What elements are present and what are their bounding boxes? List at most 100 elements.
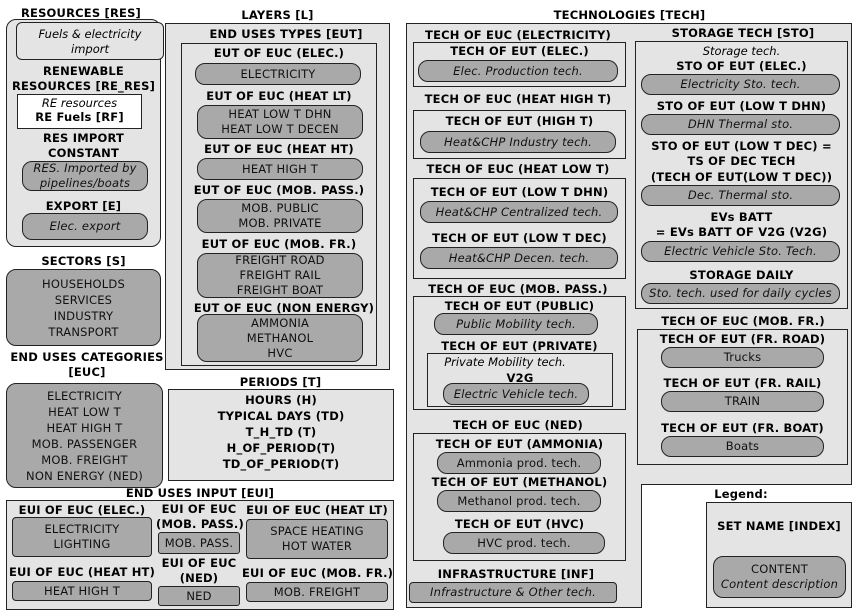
euc-heat-high: HEAT HIGH T [46,420,123,435]
eui-mobpass-pill: MOB. PASS. [158,532,240,554]
eut-heatht-pill: HEAT HIGH T [197,158,363,180]
methanol-prod-tech: Methanol prod. tech. [457,493,581,508]
dhn-thermal-sto: DHN Thermal sto. [687,117,794,131]
dec-thermal-sto: Dec. Thermal sto. [687,188,794,202]
sto-dec-title3: (TECH OF EUT(LOW T DEC)) [650,170,833,184]
eut-title: END USES TYPES [EUT] [209,27,363,41]
eut-heat-low-decen: HEAT LOW T DECEN [221,122,339,136]
ammonia-prod-tech: Ammonia prod. tech. [456,455,582,470]
sto-tech-daily-cycles: Sto. tech. used for daily cycles [649,286,832,300]
renewable-title2: RESOURCES [RE_RES] [11,79,156,93]
legend-title: Legend: [714,487,768,501]
tech-inf-title: INFRASTRUCTURE [INF] [437,567,595,581]
eui-ned-pill: NED [158,586,240,606]
eut-freight-road: FREIGHT ROAD [235,253,325,267]
eut-electricity: ELECTRICITY [240,66,316,81]
euc-title1: END USES CATEGORIES [10,350,164,364]
import-constant-title2: CONSTANT [47,146,120,160]
eui-elec-title: EUI OF EUC (ELEC.) [18,503,146,517]
tech-inf-pill: Infrastructure & Other tech. [409,582,617,603]
sto-dec-title1: STO OF EUT (LOW T DEC) = [651,139,832,153]
euc-heat-low: HEAT LOW T [48,404,121,419]
eui-heatht-pill: HEAT HIGH T [12,581,152,601]
eut-heat-high: HEAT HIGH T [241,161,319,176]
eut-heatht-title: EUT OF EUC (HEAT HT) [204,142,354,156]
tech-ned-sub2: TECH OF EUT (METHANOL) [431,475,608,489]
tech-elec-pill: Elec. Production tech. [418,60,618,82]
eut-heat-low-dhn: HEAT LOW T DHN [228,107,332,121]
sto-dhn-title: STO OF EUT (LOW T DHN) [656,99,827,113]
v2g-text: V2G [506,371,534,385]
sector-services: SERVICES [54,292,113,307]
tech-elec-sub: TECH OF EUT (ELEC.) [450,44,589,58]
tech-mobpass-pill2: Electric Vehicle tech. [443,383,589,405]
tech-elec-title: TECH OF EUC (ELECTRICITY) [425,28,611,42]
export-title: EXPORT [E] [45,199,122,213]
hvc-prod-tech: HVC prod. tech. [477,535,571,550]
res-imported-line1: RES. Imported by [33,161,137,175]
tech-mobpass-pill1: Public Mobility tech. [434,313,598,335]
boats: Boats [725,439,760,453]
elec-export-text: Elec. export [49,219,121,233]
period-hours: HOURS (H) [245,393,317,407]
eut-mob-private: MOB. PRIVATE [238,216,322,230]
layers-title: LAYERS [L] [241,8,314,22]
res-imported-pill: RES. Imported by pipelines/boats [22,161,148,191]
tech-fr-road-pill: Trucks [661,347,824,368]
legend-set-name: SET NAME [INDEX] [717,519,841,533]
tech-mobpass-sub1: TECH OF EUT (PUBLIC) [444,299,595,313]
eui-electricity: ELECTRICITY [44,522,120,536]
eui-elec-pill: ELECTRICITY LIGHTING [12,517,152,557]
eut-mob-public: MOB. PUBLIC [241,201,319,215]
euc-title2: [EUC] [68,365,106,379]
public-mobility-tech: Public Mobility tech. [456,316,576,331]
re-fuels-text: RE Fuels [RF] [35,110,124,124]
tech-fr-boat-pill: Boats [661,436,824,457]
tech-mobfr-title: TECH OF EUC (MOB. FR.) [661,314,825,328]
eut-ammonia: AMMONIA [250,315,310,330]
sector-industry: INDUSTRY [53,308,114,323]
tech-heatlt-sub2: TECH OF EUT (LOW T DEC) [432,231,607,245]
eui-mobfr-title: EUI OF EUC (MOB. FR.) [242,566,394,580]
eut-mobpass-title: EUT OF EUC (MOB. PASS.) [193,183,365,197]
eut-heatlt-title: EUT OF EUC (HEAT LT) [206,89,352,103]
eui-heatlt-title: EUI OF EUC (HEAT LT) [246,503,388,517]
eui-mob-pass: MOB. PASS. [164,535,234,550]
trucks: Trucks [723,350,762,364]
private-mobility-text: Private Mobility tech. [444,355,566,369]
legend-content-pill: CONTENT Content description [713,556,846,598]
eui-lighting: LIGHTING [53,537,111,551]
tech-ned-pill3: HVC prod. tech. [443,532,605,554]
electricity-sto-tech: Electricity Sto. tech. [680,77,801,91]
eui-hot-water: HOT WATER [281,539,353,553]
tech-mobpass-title: TECH OF EUC (MOB. PASS.) [428,282,608,296]
tech-heatlt-pill2: Heat&CHP Decen. tech. [420,247,618,269]
eut-methanol: METHANOL [246,330,314,345]
evs-batt-title1: EVs BATT [710,210,773,224]
train: TRAIN [724,394,761,408]
tech-ned-sub1: TECH OF EUT (AMMONIA) [435,437,604,451]
storage-title: STORAGE TECH [STO] [671,26,815,40]
euc-non-energy: NON ENERGY (NED) [26,468,143,483]
resources-title: RESOURCES [RES] [20,6,142,20]
legend-content: CONTENT [750,562,808,576]
eut-mobfr-title: EUT OF EUC (MOB. FR.) [201,237,357,251]
renewable-title1: RENEWABLE [42,64,124,78]
sector-households: HOUSEHOLDS [42,276,125,291]
period-t-h-td: T_H_TD (T) [245,425,317,439]
eut-ned-pill: AMMONIA METHANOL HVC [197,314,363,362]
eui-title: END USES INPUT [EUI] [125,486,275,500]
tech-heatlt-sub1: TECH OF EUT (LOW T DHN) [430,185,609,199]
eut-heatlt-pill: HEAT LOW T DHN HEAT LOW T DECEN [197,105,363,139]
sector-transport: TRANSPORT [48,324,119,339]
sectors-pill: HOUSEHOLDS SERVICES INDUSTRY TRANSPORT [6,269,161,346]
eut-ned-title: EUT OF EUC (NON ENERGY) [193,301,375,315]
infrastructure-other-tech: Infrastructure & Other tech. [430,585,596,599]
tech-heatht-pill: Heat&CHP Industry tech. [420,131,616,153]
elec-export-pill: Elec. export [22,213,148,240]
electric-vehicle-sto-tech: Electric Vehicle Sto. Tech. [664,244,817,258]
evs-batt-pill: Electric Vehicle Sto. Tech. [641,241,840,262]
heat-chp-industry-tech: Heat&CHP Industry tech. [444,134,592,149]
eut-elec-pill: ELECTRICITY [195,63,361,85]
import-line2: import [71,42,109,56]
